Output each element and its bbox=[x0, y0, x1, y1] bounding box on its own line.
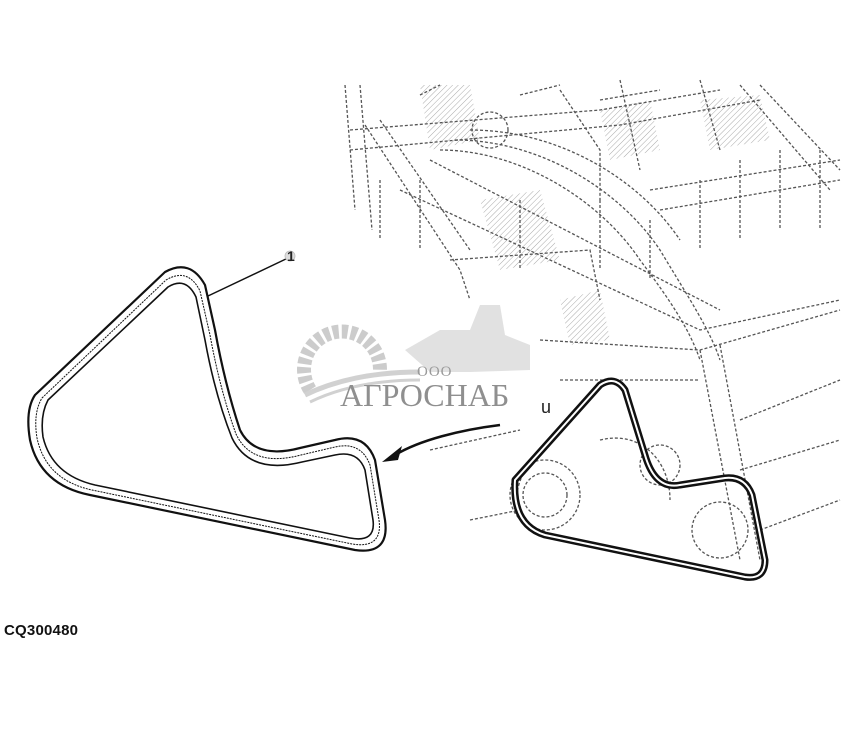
installed-belt bbox=[511, 377, 769, 581]
watermark-prefix-text: ООО bbox=[417, 364, 453, 380]
watermark-logo bbox=[297, 305, 530, 404]
callout-leader bbox=[207, 250, 296, 297]
callout-number: 1 bbox=[287, 248, 295, 264]
figure-id-label: CQ300480 bbox=[4, 622, 79, 639]
removed-belt bbox=[27, 266, 387, 552]
watermark-brand: АГРОСНАБ bbox=[340, 377, 510, 413]
removal-arrow bbox=[382, 423, 501, 462]
frame-hatching bbox=[420, 85, 770, 345]
orientation-label: u bbox=[541, 397, 552, 417]
